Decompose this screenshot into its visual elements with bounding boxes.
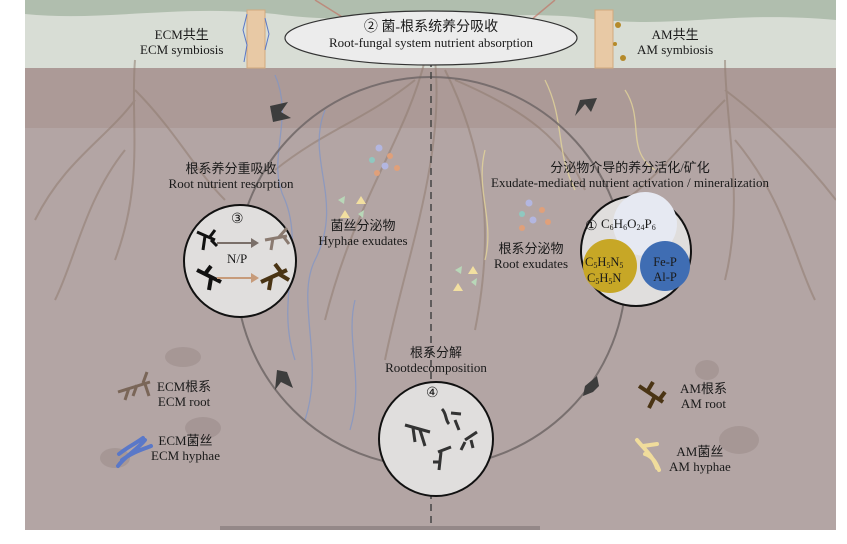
phytate-formula: C6H6O24P6 [601, 216, 656, 232]
ecm-symbiosis-label: ECM共生 ECM symbiosis [140, 27, 224, 57]
ecm-root-icon [117, 371, 151, 401]
decomposing-root-fragments [404, 407, 478, 471]
arrowhead-bottom-left [275, 370, 293, 390]
ecm-hyphae-icon [116, 436, 153, 468]
legend-am-root: AM根系 AM root [680, 381, 727, 411]
live-root-icon [196, 264, 222, 291]
process-1-number: ① [585, 219, 598, 234]
arrowhead-top-left [270, 102, 291, 122]
root-exudates-label: 根系分泌物 Root exudates [493, 241, 568, 271]
mineral-p-formulas: Fe-P Al-P [653, 255, 677, 284]
root-exudate-particles [453, 199, 551, 291]
process-2-ellipse [284, 10, 578, 66]
ecm-hyphae-mantle [242, 13, 270, 63]
am-hyphae-lines [481, 79, 656, 261]
activation-label: 分泌物介导的养分活化/矿化 Exudate-mediated nutrient … [491, 160, 769, 190]
am-vesicles [613, 22, 626, 61]
resorbed-root-icon [264, 227, 291, 251]
background-illustration [25, 0, 836, 530]
am-root-section [594, 9, 614, 69]
process-4-circle [378, 381, 494, 497]
cycle-arrowheads [270, 98, 599, 396]
process-3-number: ③ [231, 212, 244, 227]
ecm-root-section [246, 9, 266, 69]
organic-p-pool [613, 192, 677, 256]
legend-ecm-hyphae: ECM菌丝 ECM hyphae [151, 433, 220, 463]
soil-patches [100, 347, 759, 468]
bottom-strip [220, 526, 540, 530]
am-root-icon [637, 380, 667, 409]
decomposition-label: 根系分解 Rootdecomposition [385, 345, 487, 375]
arrowhead-bottom-right [583, 376, 599, 396]
np-label: N/P [227, 251, 248, 266]
organic-n-pool [583, 239, 637, 293]
mineral-p-pool [640, 241, 690, 291]
hyphae-exudate-particles [338, 144, 400, 218]
enriched-root-icon [260, 262, 291, 291]
diagram-canvas: ECM共生 ECM symbiosis AM共生 AM symbiosis ② … [25, 0, 836, 530]
process-2-label: ② 菌-根系统养分吸收 Root-fungal system nutrient … [328, 20, 533, 51]
am-hyphae-icon [635, 438, 661, 472]
senescent-root-icon [196, 229, 219, 251]
am-symbiosis-label: AM共生 AM symbiosis [637, 27, 714, 57]
legend-ecm-root: ECM根系 ECM root [157, 379, 212, 409]
hyphae-exudates-label: 菌丝分泌物 Hyphae exudates [318, 218, 408, 248]
legend-am-hyphae: AM菌丝 AM hyphae [669, 444, 731, 474]
arrowhead-top-right [575, 98, 597, 116]
process-4-number: ④ [426, 386, 439, 401]
resorption-label: 根系养分重吸收 Root nutrient resorption [168, 161, 294, 191]
